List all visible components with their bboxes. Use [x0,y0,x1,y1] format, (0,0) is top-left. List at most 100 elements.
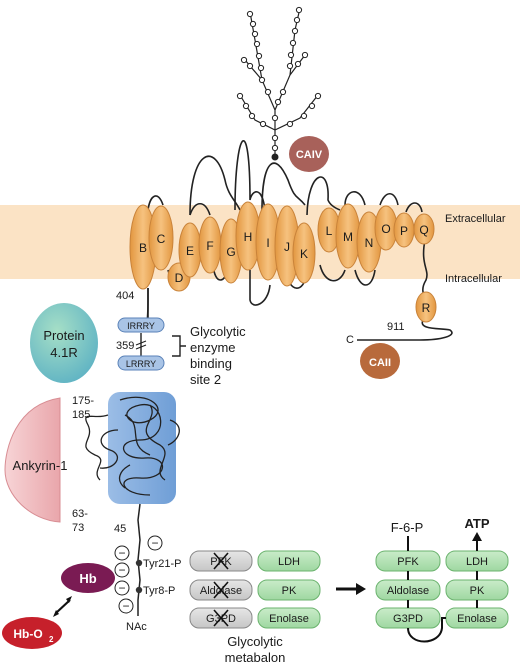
svg-text:L: L [326,224,333,238]
svg-text:CAIV: CAIV [296,149,323,161]
ankyrin-1: Ankyrin-1 [4,397,68,523]
tyr8-phospho-dot [135,586,143,594]
intracellular-label: Intracellular [445,273,502,285]
helix-E: E [178,222,202,278]
svg-text:N: N [365,236,374,250]
svg-text:PK: PK [470,585,485,597]
helix-Q: Q [413,213,435,245]
binding-site-line1: Glycolytic [190,324,246,339]
cdb3-chain [99,396,180,496]
metabalon-caption-line2: metabalon [225,650,286,665]
charge-2: − [118,546,125,560]
helix-M: M [335,203,361,269]
glycosylation-site [271,153,279,161]
active-pfk: PFK [375,550,441,572]
svg-text:Enolase: Enolase [269,613,309,625]
helix-C: C [148,205,174,271]
residue-404: 404 [116,290,134,302]
binding-site-line4: site 2 [190,372,221,387]
extracellular-label: Extracellular [445,213,506,225]
pathway-flow [407,536,478,643]
helix-K: K [292,222,316,284]
break-mark [135,340,147,350]
arrowhead-up-icon [66,596,72,603]
svg-text:O: O [381,222,390,236]
hb-oxygen-exchange-line [55,599,71,614]
svg-text:Protein: Protein [43,328,84,343]
helix-R: R [415,291,437,323]
inhibited-cross-icon [213,581,229,599]
protein-4-1r: Protein 4.1R [30,303,98,383]
svg-text:F: F [206,239,213,253]
active-ldh: LDH [445,550,509,572]
svg-text:E: E [186,244,194,258]
acidic-residues: − − − − − [114,535,163,614]
svg-text:PFK: PFK [397,556,419,568]
svg-text:C: C [157,232,166,246]
svg-text:Enolase: Enolase [457,613,497,625]
svg-text:B: B [139,241,147,255]
n-acetyl-label: NAc [126,621,147,633]
active-pk: PK [445,579,509,601]
helix-P: P [393,212,415,248]
metabalon-caption-line1: Glycolytic [227,634,283,649]
metabalon-ldh: LDH [257,550,321,572]
c-terminus-label: C [346,334,354,346]
active-aldolase: Aldolase [375,579,441,601]
inhibited-cross-icon [213,552,229,570]
metabalon-enolase: Enolase [257,607,321,629]
helix-L: L [317,207,341,253]
svg-text:M: M [343,230,353,244]
glycan-residues [236,6,322,152]
residue-185: 185 [72,409,90,421]
svg-text:IRRRY: IRRRY [127,321,155,331]
residue-45: 45 [114,523,126,535]
residue-63: 63- [72,508,88,520]
ankyrin-binding-loop [85,414,109,481]
arrow-up-icon [472,532,482,541]
caii-enzyme: CAII [360,343,400,379]
binding-site-bracket [172,335,186,357]
svg-text:G3PD: G3PD [393,613,423,625]
residue-359: 359 [116,340,134,352]
oxyhemoglobin: Hb-O 2 [2,617,62,649]
svg-text:LDH: LDH [466,556,488,568]
residue-175: 175- [72,395,94,407]
motif-irrry: IRRRY [117,317,165,333]
charge-3: − [118,563,125,577]
svg-text:P: P [400,224,408,238]
motif-lrrry: LRRRY [117,355,165,371]
svg-text:Hb: Hb [79,571,96,586]
svg-text:R: R [422,301,431,315]
svg-text:G: G [226,245,235,259]
arrow-right-icon [356,583,366,595]
tyr21-label: Tyr21-P [143,558,182,570]
tyr8-label: Tyr8-P [143,585,175,597]
cdb3-domain [108,392,176,504]
charge-5: − [122,599,129,613]
charge-1: − [151,536,158,550]
arrowhead-down-icon [53,610,59,617]
svg-text:2: 2 [49,635,54,644]
helix-O: O [374,205,398,251]
svg-text:Ankyrin-1: Ankyrin-1 [13,458,68,473]
binding-site-line2: enzyme [190,340,236,355]
product-label: ATP [464,516,489,531]
charge-4: − [118,581,125,595]
svg-text:PK: PK [282,585,297,597]
residue-911: 911 [387,321,405,333]
svg-text:LRRRY: LRRRY [126,359,156,369]
helix-J: J [274,205,300,287]
svg-text:K: K [300,247,308,261]
binding-site-line3: binding [190,356,232,371]
tyr21-phospho-dot [135,559,143,567]
inactive-g3pd: G3PD [189,607,253,629]
caiv-enzyme: CAIV [289,136,329,172]
hemoglobin: Hb [61,563,115,593]
svg-text:CAII: CAII [369,357,391,369]
svg-text:I: I [266,236,269,250]
active-g3pd: G3PD [375,607,441,629]
svg-text:D: D [175,271,184,285]
svg-text:Aldolase: Aldolase [387,585,429,597]
